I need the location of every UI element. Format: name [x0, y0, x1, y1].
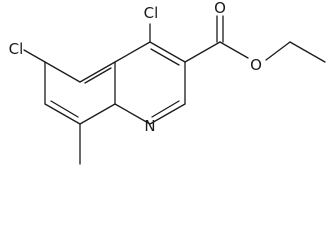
bond-carbonyl-c-ester-o [219, 41, 249, 59]
atom-label-n1: N [144, 117, 155, 135]
bond-c6-cl [23, 49, 46, 63]
atom-label-o-carbonyl: O [214, 0, 226, 17]
bond-c2-n1 [149, 103, 186, 125]
bond-c8-c8a [79, 103, 116, 125]
bond-n1-c8a [114, 103, 151, 125]
atom-label-o-ester: O [250, 56, 262, 74]
atom-label-cl4: Cl [144, 4, 159, 22]
chemical-structure: Cl Cl O O N [9, 0, 326, 165]
bond-c7-c8-inner [50, 100, 79, 118]
bond-c7-c8 [44, 103, 81, 125]
bond-c5-c6 [44, 61, 81, 83]
atom-label-layer: Cl Cl O O N [9, 0, 262, 135]
bond-c4a-c5 [79, 61, 116, 83]
bond-c3-carbonyl-c [184, 41, 221, 63]
atom-label-cl6: Cl [9, 40, 24, 58]
bond-layer [23, 15, 326, 165]
bond-c2-n1-inner [151, 100, 180, 118]
bond-c4a-c5-inner [84, 67, 112, 84]
bond-ch2-ch3 [289, 41, 326, 63]
bond-c4-c3-inner [150, 48, 180, 66]
bond-ester-o-ch2 [265, 41, 291, 61]
bond-c4-c3 [149, 41, 186, 63]
bond-c4a-c4 [114, 41, 151, 63]
